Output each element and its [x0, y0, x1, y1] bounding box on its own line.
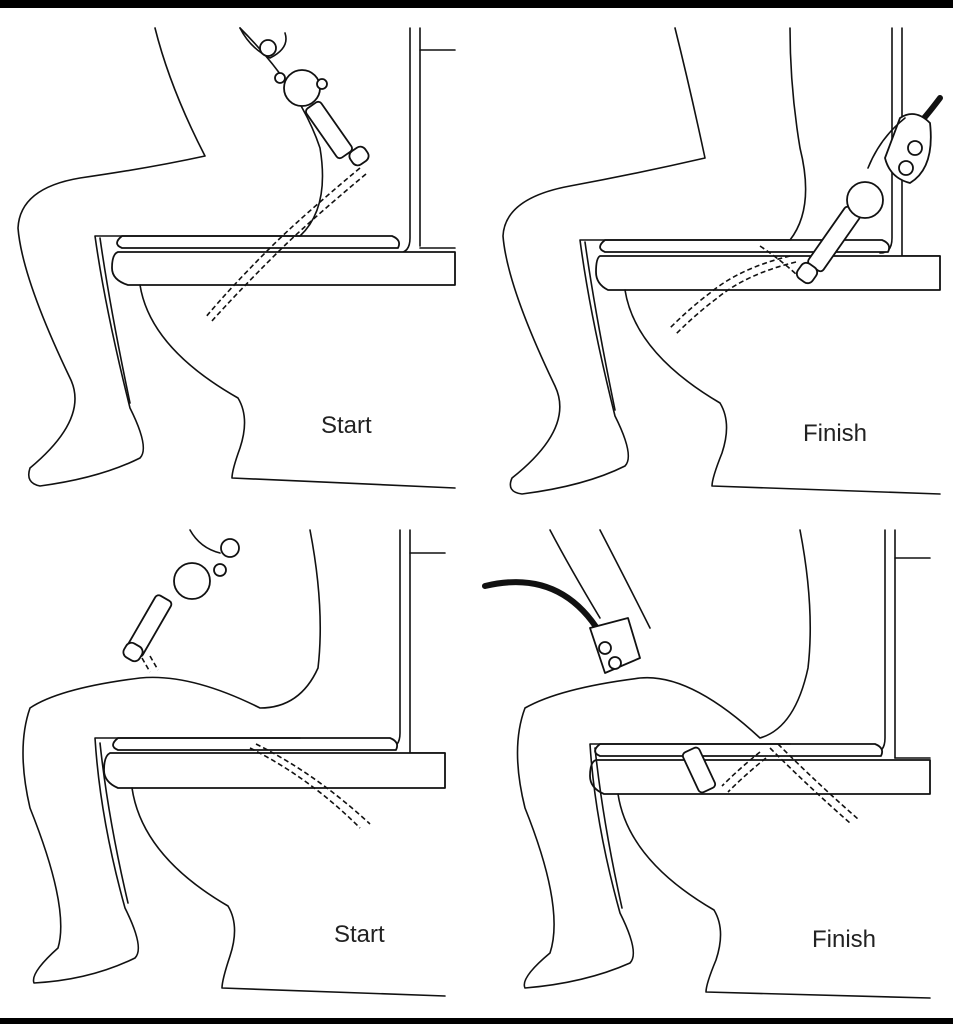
panel-1-drawing [17, 27, 456, 489]
panel-4-caption: Finish [812, 926, 877, 953]
bidet-usage-diagram [17, 27, 943, 999]
panel-4-drawing [482, 529, 931, 999]
panel-3-caption: Start [334, 921, 385, 948]
panel-1-caption: Start [321, 412, 372, 439]
white-page: Start Finish Start Finish [0, 8, 953, 1018]
panel-2-caption: Finish [803, 420, 868, 447]
panel-3-drawing [22, 529, 446, 997]
panel-2-drawing [502, 27, 943, 495]
